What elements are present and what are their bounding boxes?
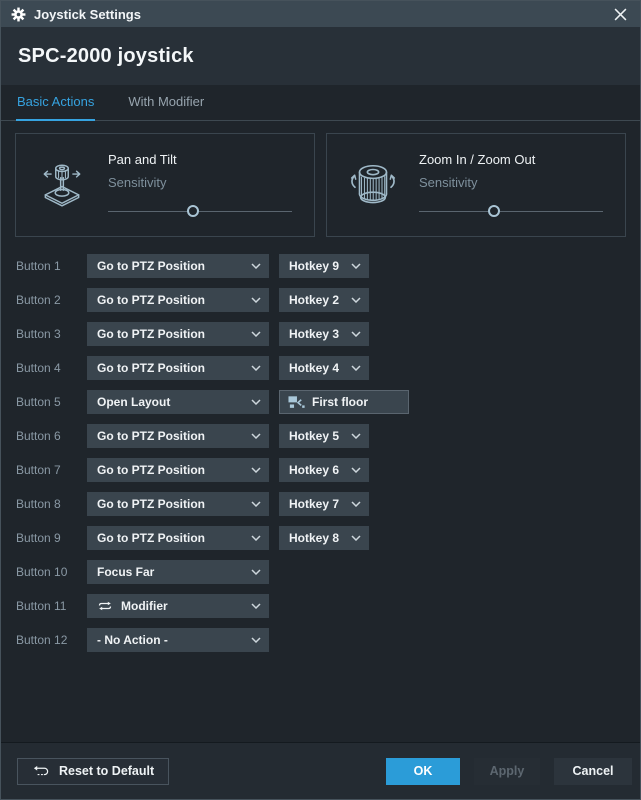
sensitivity-panels: Pan and Tilt Sensitivity xyxy=(15,133,626,237)
panel-title: Pan and Tilt xyxy=(108,152,292,167)
chevron-down-icon xyxy=(251,399,261,405)
chevron-down-icon xyxy=(251,535,261,541)
table-row: Button 7 Go to PTZ Position Hotkey 6 xyxy=(16,458,640,482)
hotkey-dropdown-button-8[interactable]: Hotkey 7 xyxy=(279,492,369,516)
hotkey-dropdown-button-2[interactable]: Hotkey 2 xyxy=(279,288,369,312)
reset-to-default-button[interactable]: Reset to Default xyxy=(17,758,169,785)
button-label: Button 7 xyxy=(16,463,87,477)
table-row: Button 3 Go to PTZ Position Hotkey 3 xyxy=(16,322,640,346)
chevron-down-icon xyxy=(251,467,261,473)
button-label: Button 8 xyxy=(16,497,87,511)
action-dropdown-button-12[interactable]: - No Action - xyxy=(87,628,269,652)
action-dropdown-button-7[interactable]: Go to PTZ Position xyxy=(87,458,269,482)
tab-basic-actions[interactable]: Basic Actions xyxy=(17,94,94,120)
button-label: Button 5 xyxy=(16,395,87,409)
button-label: Button 4 xyxy=(16,361,87,375)
table-row: Button 11 Modifier xyxy=(16,594,640,618)
modifier-swap-icon xyxy=(97,600,113,612)
chevron-down-icon xyxy=(251,603,261,609)
hotkey-dropdown-button-4[interactable]: Hotkey 4 xyxy=(279,356,369,380)
window-title: Joystick Settings xyxy=(34,7,610,22)
zoom-panel: Zoom In / Zoom Out Sensitivity xyxy=(326,133,626,237)
zoom-sensitivity-slider[interactable] xyxy=(419,204,603,218)
chevron-down-icon xyxy=(351,535,361,541)
chevron-down-icon xyxy=(351,433,361,439)
button-mapping-list: Button 1 Go to PTZ Position Hotkey 9 But… xyxy=(16,254,640,652)
table-row: Button 4 Go to PTZ Position Hotkey 4 xyxy=(16,356,640,380)
action-dropdown-button-1[interactable]: Go to PTZ Position xyxy=(87,254,269,278)
footer-bar: Reset to Default OK Apply Cancel xyxy=(1,742,640,799)
action-dropdown-button-6[interactable]: Go to PTZ Position xyxy=(87,424,269,448)
reset-undo-icon xyxy=(32,765,51,778)
chevron-down-icon xyxy=(251,637,261,643)
chevron-down-icon xyxy=(251,365,261,371)
hotkey-dropdown-button-3[interactable]: Hotkey 3 xyxy=(279,322,369,346)
slider-thumb[interactable] xyxy=(187,205,199,217)
panel-title: Zoom In / Zoom Out xyxy=(419,152,603,167)
action-dropdown-button-4[interactable]: Go to PTZ Position xyxy=(87,356,269,380)
chevron-down-icon xyxy=(251,297,261,303)
hotkey-dropdown-button-1[interactable]: Hotkey 9 xyxy=(279,254,369,278)
view-layout-icon xyxy=(288,395,305,409)
chevron-down-icon xyxy=(251,433,261,439)
pan-tilt-sensitivity-slider[interactable] xyxy=(108,204,292,218)
button-label: Button 9 xyxy=(16,531,87,545)
ok-button[interactable]: OK xyxy=(386,758,460,785)
layout-select-button-5[interactable]: First floor xyxy=(279,390,409,414)
button-label: Button 1 xyxy=(16,259,87,273)
chevron-down-icon xyxy=(351,501,361,507)
device-title: SPC-2000 joystick xyxy=(18,45,194,68)
tab-bar: Basic Actions With Modifier xyxy=(1,85,640,121)
button-label: Button 12 xyxy=(16,633,87,647)
button-label: Button 6 xyxy=(16,429,87,443)
chevron-down-icon xyxy=(351,331,361,337)
button-label: Button 10 xyxy=(16,565,87,579)
close-icon[interactable] xyxy=(610,4,630,24)
chevron-down-icon xyxy=(351,263,361,269)
chevron-down-icon xyxy=(251,569,261,575)
action-dropdown-button-11[interactable]: Modifier xyxy=(87,594,269,618)
table-row: Button 9 Go to PTZ Position Hotkey 8 xyxy=(16,526,640,550)
sensitivity-label: Sensitivity xyxy=(419,175,603,190)
chevron-down-icon xyxy=(351,365,361,371)
action-dropdown-button-3[interactable]: Go to PTZ Position xyxy=(87,322,269,346)
gear-icon xyxy=(11,7,26,22)
table-row: Button 1 Go to PTZ Position Hotkey 9 xyxy=(16,254,640,278)
titlebar: Joystick Settings xyxy=(1,1,640,27)
apply-button[interactable]: Apply xyxy=(474,758,540,785)
action-dropdown-button-9[interactable]: Go to PTZ Position xyxy=(87,526,269,550)
tab-with-modifier[interactable]: With Modifier xyxy=(128,94,204,120)
pan-tilt-panel: Pan and Tilt Sensitivity xyxy=(15,133,315,237)
chevron-down-icon xyxy=(251,501,261,507)
slider-track[interactable] xyxy=(419,211,603,212)
sensitivity-label: Sensitivity xyxy=(108,175,292,190)
slider-thumb[interactable] xyxy=(488,205,500,217)
button-label: Button 11 xyxy=(16,599,87,613)
cancel-button[interactable]: Cancel xyxy=(554,758,632,785)
button-label: Button 2 xyxy=(16,293,87,307)
table-row: Button 2 Go to PTZ Position Hotkey 2 xyxy=(16,288,640,312)
action-dropdown-button-10[interactable]: Focus Far xyxy=(87,560,269,584)
table-row: Button 5 Open Layout First floor xyxy=(16,390,640,414)
table-row: Button 12 - No Action - xyxy=(16,628,640,652)
slider-track[interactable] xyxy=(108,211,292,212)
button-label: Button 3 xyxy=(16,327,87,341)
chevron-down-icon xyxy=(251,263,261,269)
rotary-knob-icon xyxy=(327,160,419,210)
chevron-down-icon xyxy=(351,467,361,473)
hotkey-dropdown-button-6[interactable]: Hotkey 5 xyxy=(279,424,369,448)
table-row: Button 10 Focus Far xyxy=(16,560,640,584)
chevron-down-icon xyxy=(351,297,361,303)
joystick-icon xyxy=(16,160,108,210)
hotkey-dropdown-button-9[interactable]: Hotkey 8 xyxy=(279,526,369,550)
action-dropdown-button-8[interactable]: Go to PTZ Position xyxy=(87,492,269,516)
action-dropdown-button-5[interactable]: Open Layout xyxy=(87,390,269,414)
table-row: Button 6 Go to PTZ Position Hotkey 5 xyxy=(16,424,640,448)
dialog-header: SPC-2000 joystick xyxy=(1,27,640,85)
hotkey-dropdown-button-7[interactable]: Hotkey 6 xyxy=(279,458,369,482)
table-row: Button 8 Go to PTZ Position Hotkey 7 xyxy=(16,492,640,516)
chevron-down-icon xyxy=(251,331,261,337)
action-dropdown-button-2[interactable]: Go to PTZ Position xyxy=(87,288,269,312)
